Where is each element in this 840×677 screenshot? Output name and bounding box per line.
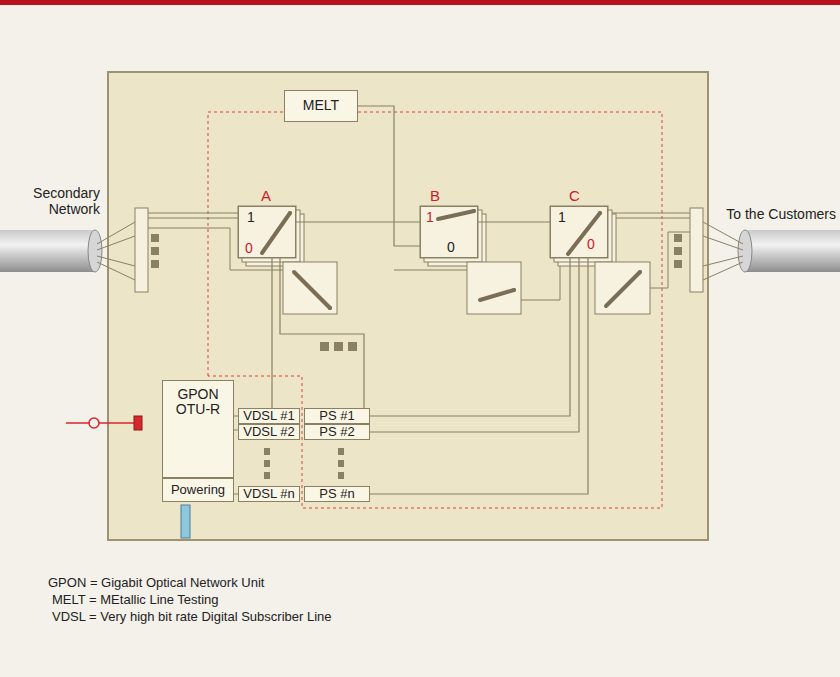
- wire: [370, 258, 570, 416]
- switch-position: 1: [558, 210, 566, 225]
- switch-position: 0: [587, 237, 595, 252]
- unit-name: VDSL #n: [243, 487, 295, 501]
- unit-name: Powering: [171, 483, 225, 497]
- legend-note: MELT = MEtallic Line Testing: [52, 593, 219, 608]
- unit-name: PS #2: [319, 425, 354, 439]
- wire: [478, 221, 550, 222]
- legend-note: VDSL = Very high bit rate Digital Subscr…: [52, 610, 332, 625]
- top-bar: [0, 0, 840, 5]
- cabinet: [108, 72, 708, 540]
- wire: [271, 258, 272, 408]
- cable-label: To the Customers: [726, 206, 836, 222]
- switch-position: 1: [426, 210, 434, 225]
- switch-position: 0: [245, 241, 253, 256]
- switch-levers: [262, 211, 640, 308]
- wire: [370, 258, 579, 432]
- unit-name: VDSL #1: [243, 409, 295, 423]
- switch-position: 1: [247, 210, 255, 225]
- wire: [280, 258, 364, 408]
- unit-box: GPON OTU-R: [162, 380, 234, 478]
- switch-name: A: [261, 188, 271, 205]
- unit-name: PS #1: [319, 409, 354, 423]
- unit-box: PS #n: [304, 486, 370, 502]
- connector-bar: [690, 208, 703, 292]
- connector-bar: [135, 208, 148, 292]
- switch-name: C: [569, 188, 580, 205]
- wire: [358, 106, 420, 246]
- unit-box: PS #2: [304, 424, 370, 440]
- unit-box: VDSL #1: [238, 408, 300, 424]
- unit-box: Powering: [162, 478, 234, 502]
- pin-marks: [151, 234, 682, 479]
- contacts: [288, 209, 642, 310]
- unit-name: GPON OTU-R: [167, 387, 229, 477]
- switch-name: B: [430, 188, 440, 205]
- power-connector: [181, 505, 190, 538]
- unit-name: MELT: [303, 98, 339, 113]
- switch-box: C10: [550, 206, 608, 258]
- switch-box: B10: [420, 206, 478, 258]
- unit-name: VDSL #2: [243, 425, 295, 439]
- wire: [370, 258, 588, 494]
- wire: [296, 221, 420, 222]
- unit-box: MELT: [284, 90, 358, 122]
- switch-position: 0: [447, 240, 455, 255]
- fibre: [66, 416, 142, 430]
- unit-box: VDSL #2: [238, 424, 300, 440]
- unit-name: PS #n: [319, 487, 354, 501]
- boundary: [208, 112, 662, 508]
- unit-box: PS #1: [304, 408, 370, 424]
- unit-box: VDSL #n: [238, 486, 300, 502]
- switch-box: A10: [238, 206, 296, 258]
- cable-right: [703, 222, 840, 280]
- cable-label: Secondary Network: [20, 185, 100, 217]
- cable-left: [0, 222, 135, 280]
- legend-note: GPON = Gigabit Optical Network Unit: [48, 576, 264, 591]
